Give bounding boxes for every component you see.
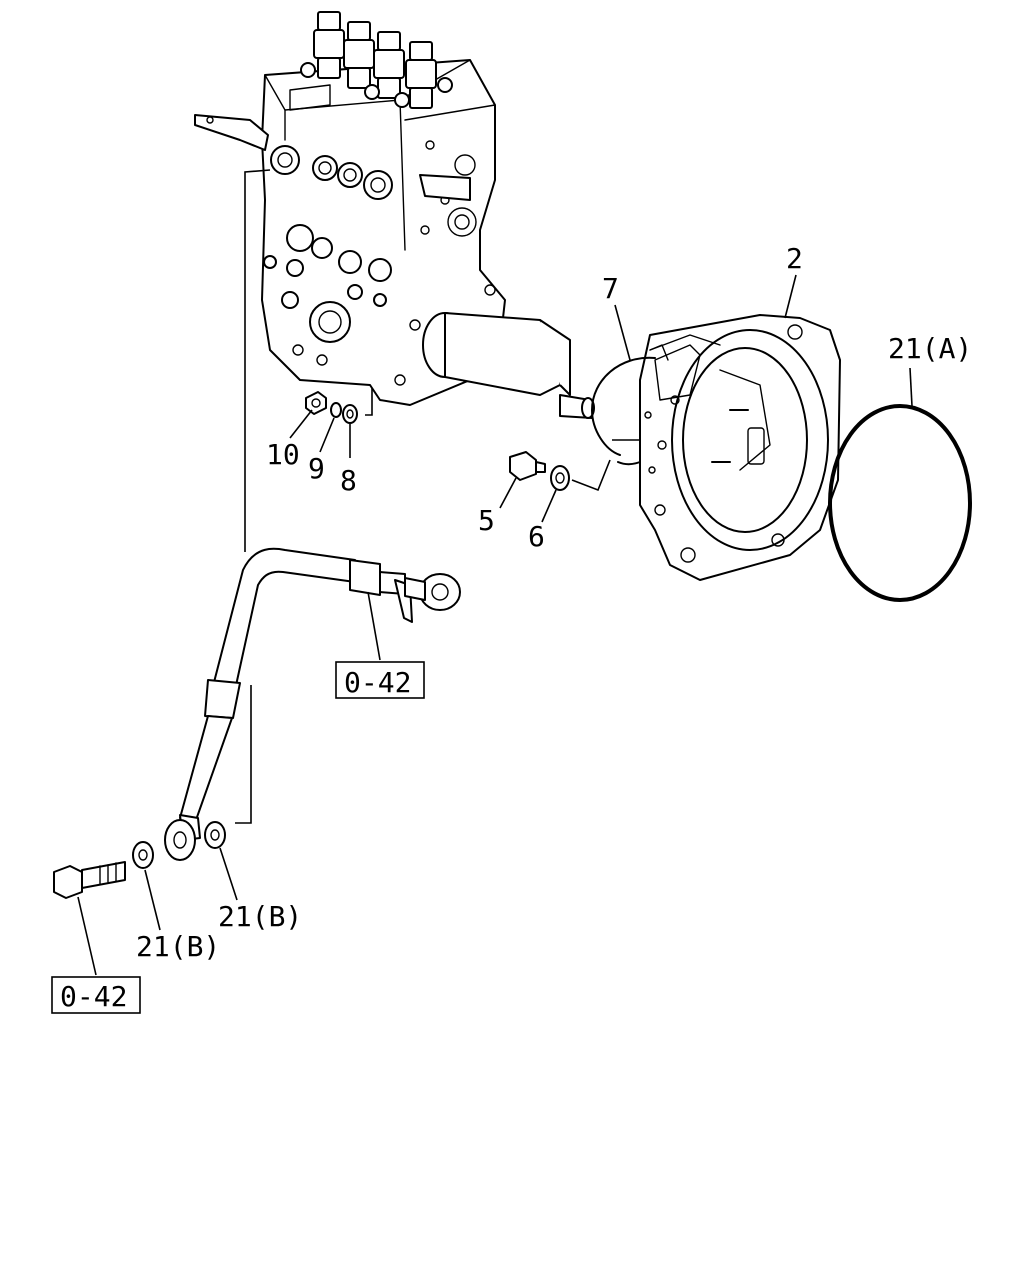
injection-pump bbox=[194, 11, 595, 419]
reference-box-hose[interactable]: 0-42 bbox=[335, 661, 425, 699]
o-ring-7 bbox=[591, 344, 669, 466]
callout-6: 6 bbox=[528, 520, 545, 553]
o-ring-21a bbox=[828, 404, 972, 602]
delivery-valves bbox=[300, 11, 453, 109]
callout-9: 9 bbox=[308, 452, 325, 485]
callout-8: 8 bbox=[340, 464, 357, 497]
timer-housing bbox=[639, 314, 841, 581]
side-ports bbox=[394, 140, 496, 386]
callout-21a: 21(A) bbox=[888, 332, 972, 365]
reference-label-hose: 0-42 bbox=[344, 666, 411, 699]
assembly-line bbox=[235, 169, 271, 824]
reference-box-bolt[interactable]: 0-42 bbox=[51, 976, 141, 1014]
callouts: 2 7 21(A) 10 9 8 5 6 21(B) 21(B) bbox=[136, 242, 972, 963]
seal-hardware-8-9-10 bbox=[305, 388, 373, 424]
washer-21b-left bbox=[132, 841, 154, 869]
callout-7: 7 bbox=[602, 272, 619, 305]
reference-label-bolt: 0-42 bbox=[60, 980, 127, 1013]
washer-6 bbox=[550, 465, 570, 491]
leader-5-6-housing bbox=[571, 459, 611, 492]
callout-21b-right: 21(B) bbox=[218, 900, 302, 933]
drive-shaft bbox=[422, 312, 595, 419]
callout-21b-left: 21(B) bbox=[136, 930, 220, 963]
callout-10: 10 bbox=[266, 438, 300, 471]
callout-5: 5 bbox=[478, 504, 495, 537]
callout-2: 2 bbox=[786, 242, 803, 275]
bolt-5 bbox=[509, 451, 546, 481]
feed-hose bbox=[164, 547, 461, 861]
leader-lines bbox=[77, 274, 913, 976]
eye-bolt bbox=[53, 861, 126, 899]
front-ports bbox=[263, 145, 393, 366]
washer-21b-right bbox=[204, 821, 226, 849]
